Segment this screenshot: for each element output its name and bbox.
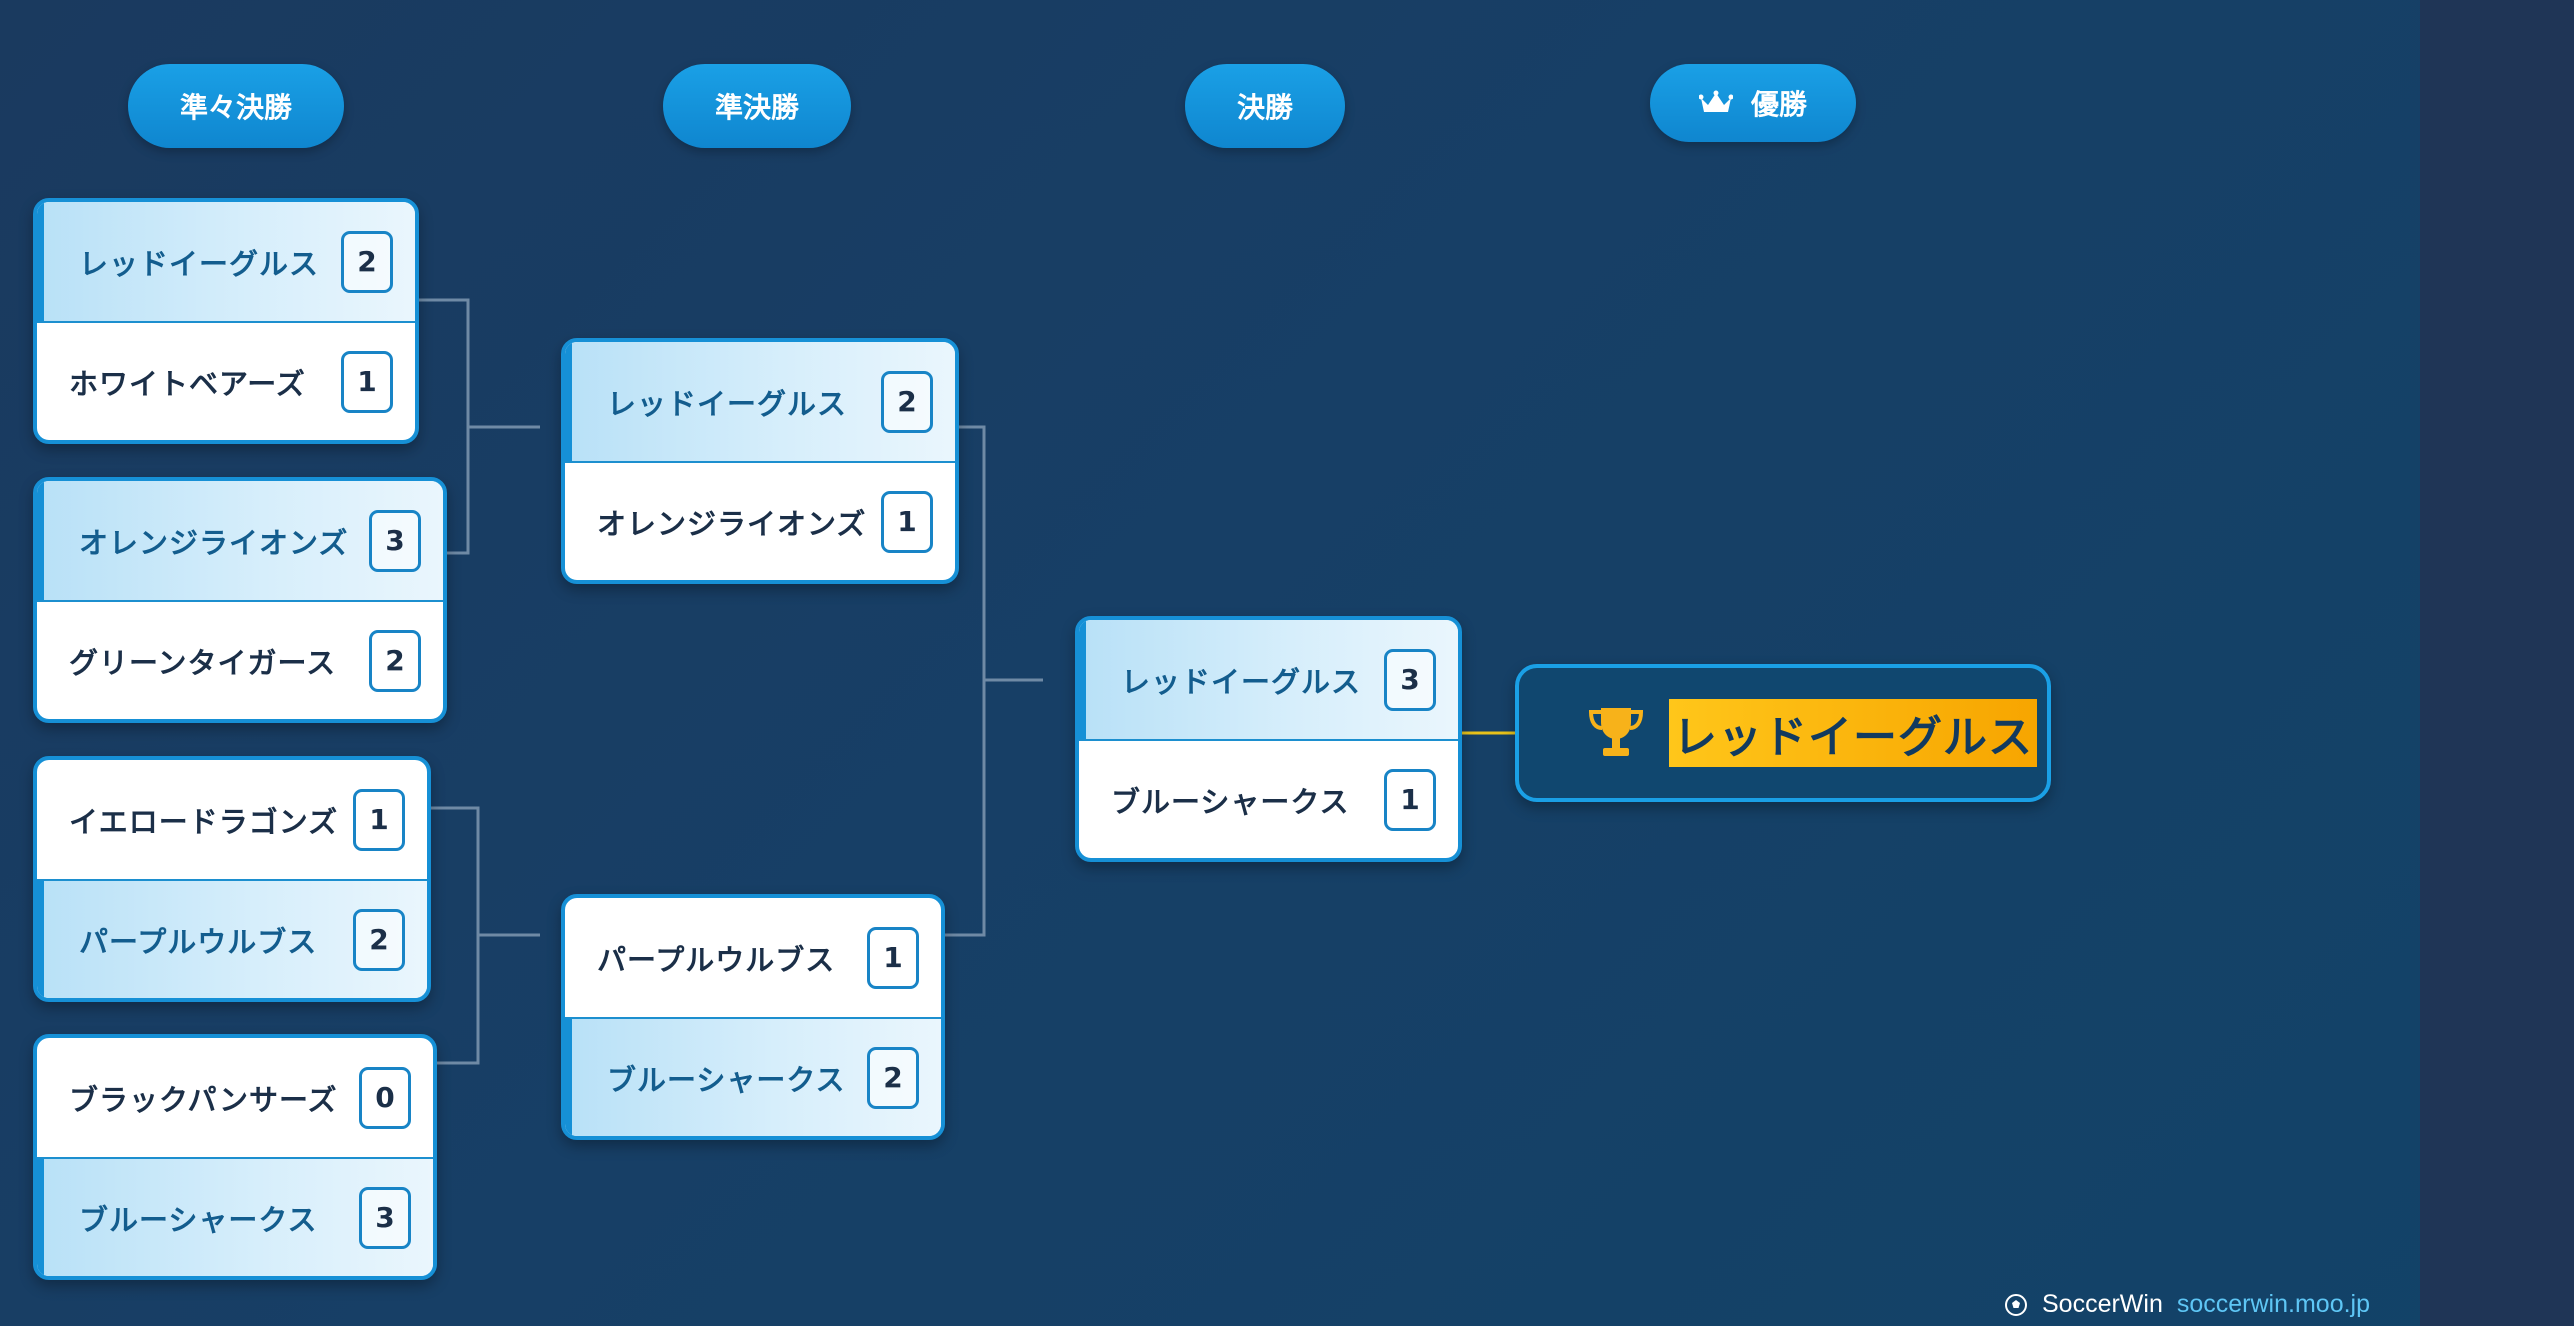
soccer-ball-icon [2005,1293,2027,1316]
team-score: 2 [867,1046,919,1109]
team-name: イエロードラゴンズ [69,804,339,839]
team-row[interactable]: ブルーシャークス 1 [1079,739,1458,858]
team-row[interactable]: グリーンタイガース 2 [37,600,443,719]
round-label: 優勝 [1750,88,1807,121]
round-header-champion: 優勝 [1650,64,1856,142]
match-qf2[interactable]: オレンジライオンズ 3 グリーンタイガース 2 [33,477,447,723]
team-row[interactable]: ホワイトベアーズ 1 [37,321,415,440]
champion-name: レッドイーグルス [1669,699,2037,767]
team-score: 3 [369,509,421,572]
right-edge-panel [2420,0,2574,1326]
team-row-winner[interactable]: レッドイーグルス 2 [37,202,415,321]
team-name: レッドイーグルス [79,246,320,281]
match-qf4[interactable]: ブラックパンサーズ 0 ブルーシャークス 3 [33,1034,437,1280]
round-header-final: 決勝 [1185,64,1345,148]
connector-qf3-qf4 [422,806,540,1065]
team-score: 1 [341,350,393,413]
team-name: パープルウルブス [79,924,318,959]
team-name: ブルーシャークス [1111,784,1350,819]
team-row[interactable]: イエロードラゴンズ 1 [37,760,427,879]
team-row[interactable]: ブラックパンサーズ 0 [37,1038,433,1157]
team-score: 0 [359,1066,411,1129]
connector-sf1-sf2 [938,425,1043,937]
team-score: 2 [881,370,933,433]
team-score: 2 [369,629,421,692]
team-row-winner[interactable]: ブルーシャークス 2 [565,1017,941,1136]
round-header-semifinal: 準決勝 [663,64,851,148]
round-label: 準々決勝 [179,91,292,124]
team-score: 1 [353,788,405,851]
team-score: 1 [881,490,933,553]
team-row-winner[interactable]: レッドイーグルス 3 [1079,620,1458,739]
team-row-winner[interactable]: ブルーシャークス 3 [37,1157,433,1276]
team-name: レッドイーグルス [1121,664,1362,699]
match-qf3[interactable]: イエロードラゴンズ 1 パープルウルブス 2 [33,756,431,1002]
footer-brand: SoccerWin [2042,1290,2163,1318]
team-name: オレンジライオンズ [79,525,349,560]
round-header-quarterfinal: 準々決勝 [128,64,344,148]
team-row-winner[interactable]: レッドイーグルス 2 [565,342,955,461]
round-label: 決勝 [1236,91,1293,124]
team-score: 3 [1384,648,1436,711]
match-sf2[interactable]: パープルウルブス 1 ブルーシャークス 2 [561,894,945,1140]
team-name: ホワイトベアーズ [69,366,306,401]
match-sf1[interactable]: レッドイーグルス 2 オレンジライオンズ 1 [561,338,959,584]
footer-url[interactable]: soccerwin.moo.jp [2176,1290,2371,1318]
champion-box: レッドイーグルス [1515,664,2051,802]
connector-qf1-qf2 [410,298,540,555]
team-name: ブルーシャークス [79,1202,318,1237]
team-name: パープルウルブス [597,942,836,977]
team-score: 2 [353,908,405,971]
team-name: ブルーシャークス [607,1062,846,1097]
team-score: 1 [867,926,919,989]
team-row[interactable]: パープルウルブス 1 [565,898,941,1017]
team-name: オレンジライオンズ [597,506,867,541]
match-qf1[interactable]: レッドイーグルス 2 ホワイトベアーズ 1 [33,198,419,444]
team-score: 1 [1384,768,1436,831]
team-name: グリーンタイガース [69,645,337,680]
trophy-icon [1588,708,1644,756]
team-row-winner[interactable]: パープルウルブス 2 [37,879,427,998]
round-label: 準決勝 [714,91,799,124]
team-name: ブラックパンサーズ [69,1082,338,1117]
team-score: 3 [359,1186,411,1249]
match-final[interactable]: レッドイーグルス 3 ブルーシャークス 1 [1075,616,1462,862]
team-name: レッドイーグルス [607,386,848,421]
team-row-winner[interactable]: オレンジライオンズ 3 [37,481,443,600]
footer: SoccerWin soccerwin.moo.jp [2004,1290,2370,1319]
crown-icon [1698,90,1733,112]
team-score: 2 [341,230,393,293]
team-row[interactable]: オレンジライオンズ 1 [565,461,955,580]
